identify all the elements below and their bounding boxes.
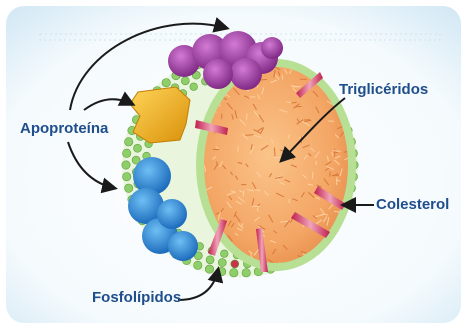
apoprotein-label: Apoproteína xyxy=(20,121,108,136)
cholesterol-label: Colesterol xyxy=(376,197,449,212)
phospholipids-label: Fosfolípidos xyxy=(92,290,181,305)
apoprotein-yellow xyxy=(130,87,190,143)
triglycerides-label: Triglicéridos xyxy=(339,82,428,97)
